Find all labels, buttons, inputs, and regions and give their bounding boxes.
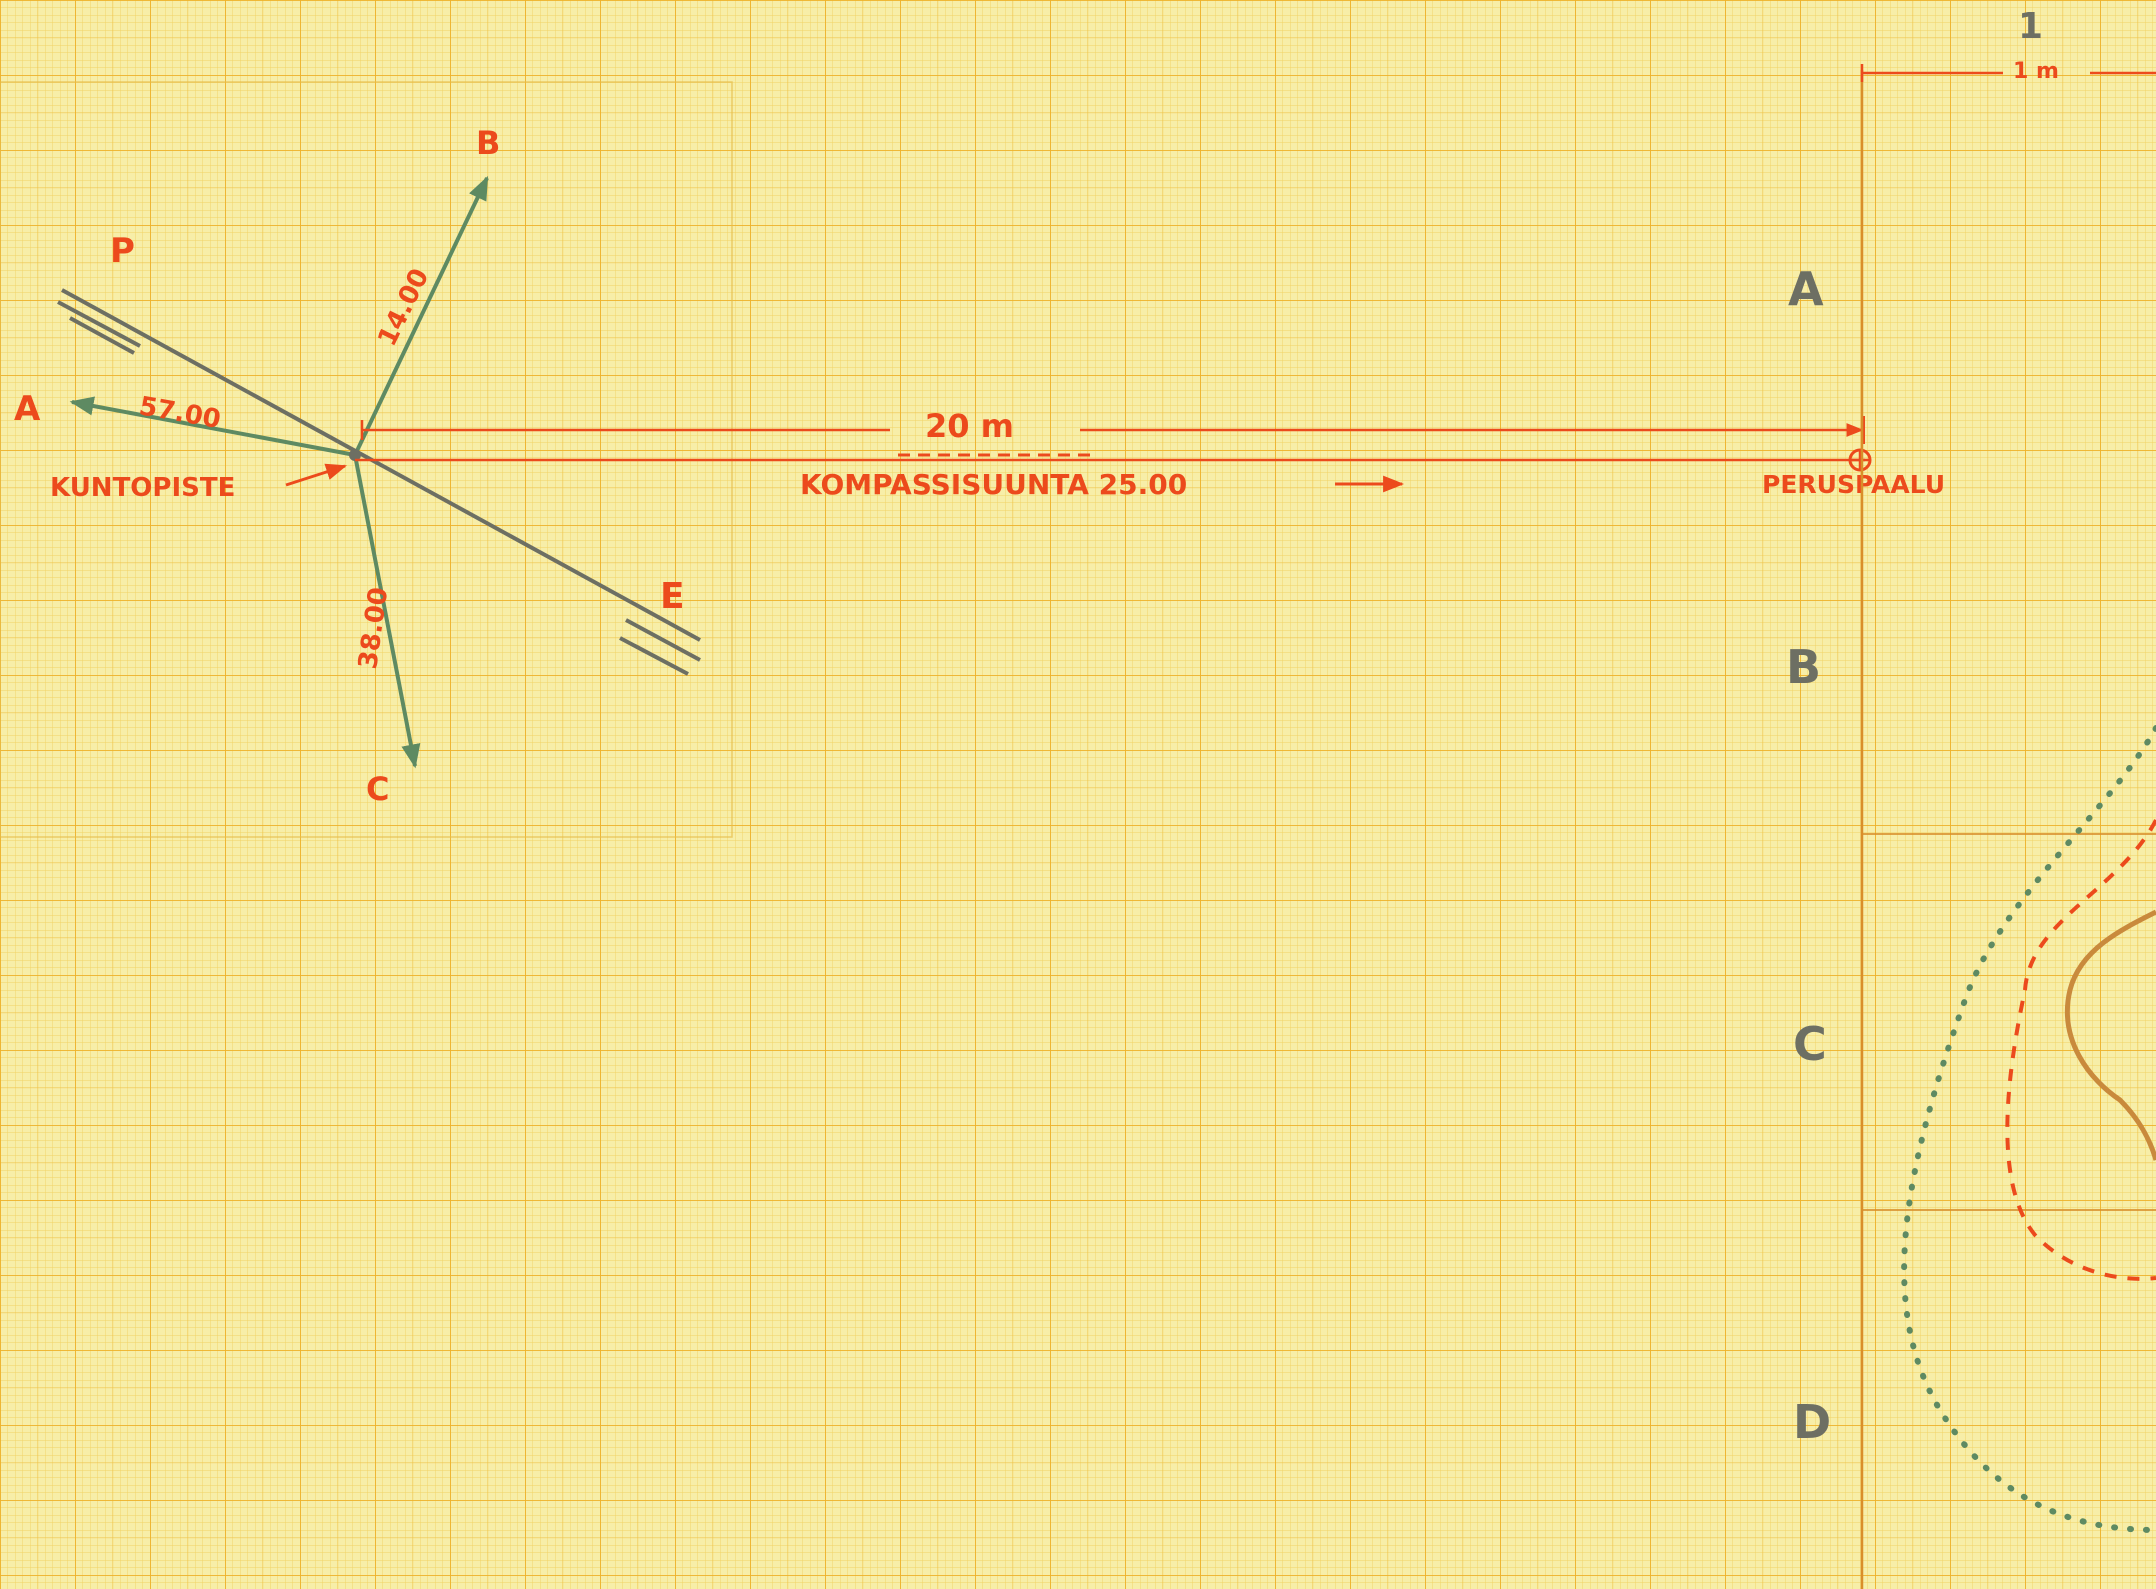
benchmark-pointer [285, 463, 347, 487]
contours [1901, 725, 2156, 1533]
column-number: 1 [2018, 6, 2043, 47]
compass-line-group: 20 m KOMPASSISUUNTA 25.00 PERUSPAALU [355, 407, 1945, 501]
compass-label: KOMPASSISUUNTA 25.00 [800, 468, 1187, 501]
contour-outer-green [1901, 725, 2156, 1533]
e-end-marks [625, 618, 701, 662]
ray-c [353, 454, 421, 769]
row-label-b: B [1786, 640, 1821, 694]
distance-label: 20 m [925, 407, 1014, 445]
row-label-c: C [1793, 1017, 1827, 1071]
ray-label-b: B [476, 124, 500, 162]
bearing-sketch: P A B C E 57.00 14.00 38.00 KUNTOPISTE [14, 124, 701, 808]
ray-label-a: A [14, 389, 41, 429]
ray-label-p: P [110, 231, 135, 271]
benchmark-label: KUNTOPISTE [50, 473, 235, 503]
row-label-a: A [1788, 262, 1824, 316]
ray-label-c: C [366, 770, 389, 808]
scale-label: 1 m [2013, 59, 2059, 84]
p-end-marks [57, 300, 141, 348]
contour-inner-brown [2064, 909, 2156, 1161]
baseline-p-e [61, 288, 701, 642]
base-stake-label: PERUSPAALU [1762, 470, 1945, 499]
benchmark-point [349, 449, 361, 461]
ray-b [353, 175, 489, 456]
ray-a [69, 396, 356, 457]
ray-label-e: E [660, 576, 685, 617]
row-label-d: D [1793, 1395, 1831, 1449]
plan-frame: 1 m 1 A B C D [1786, 6, 2156, 1589]
